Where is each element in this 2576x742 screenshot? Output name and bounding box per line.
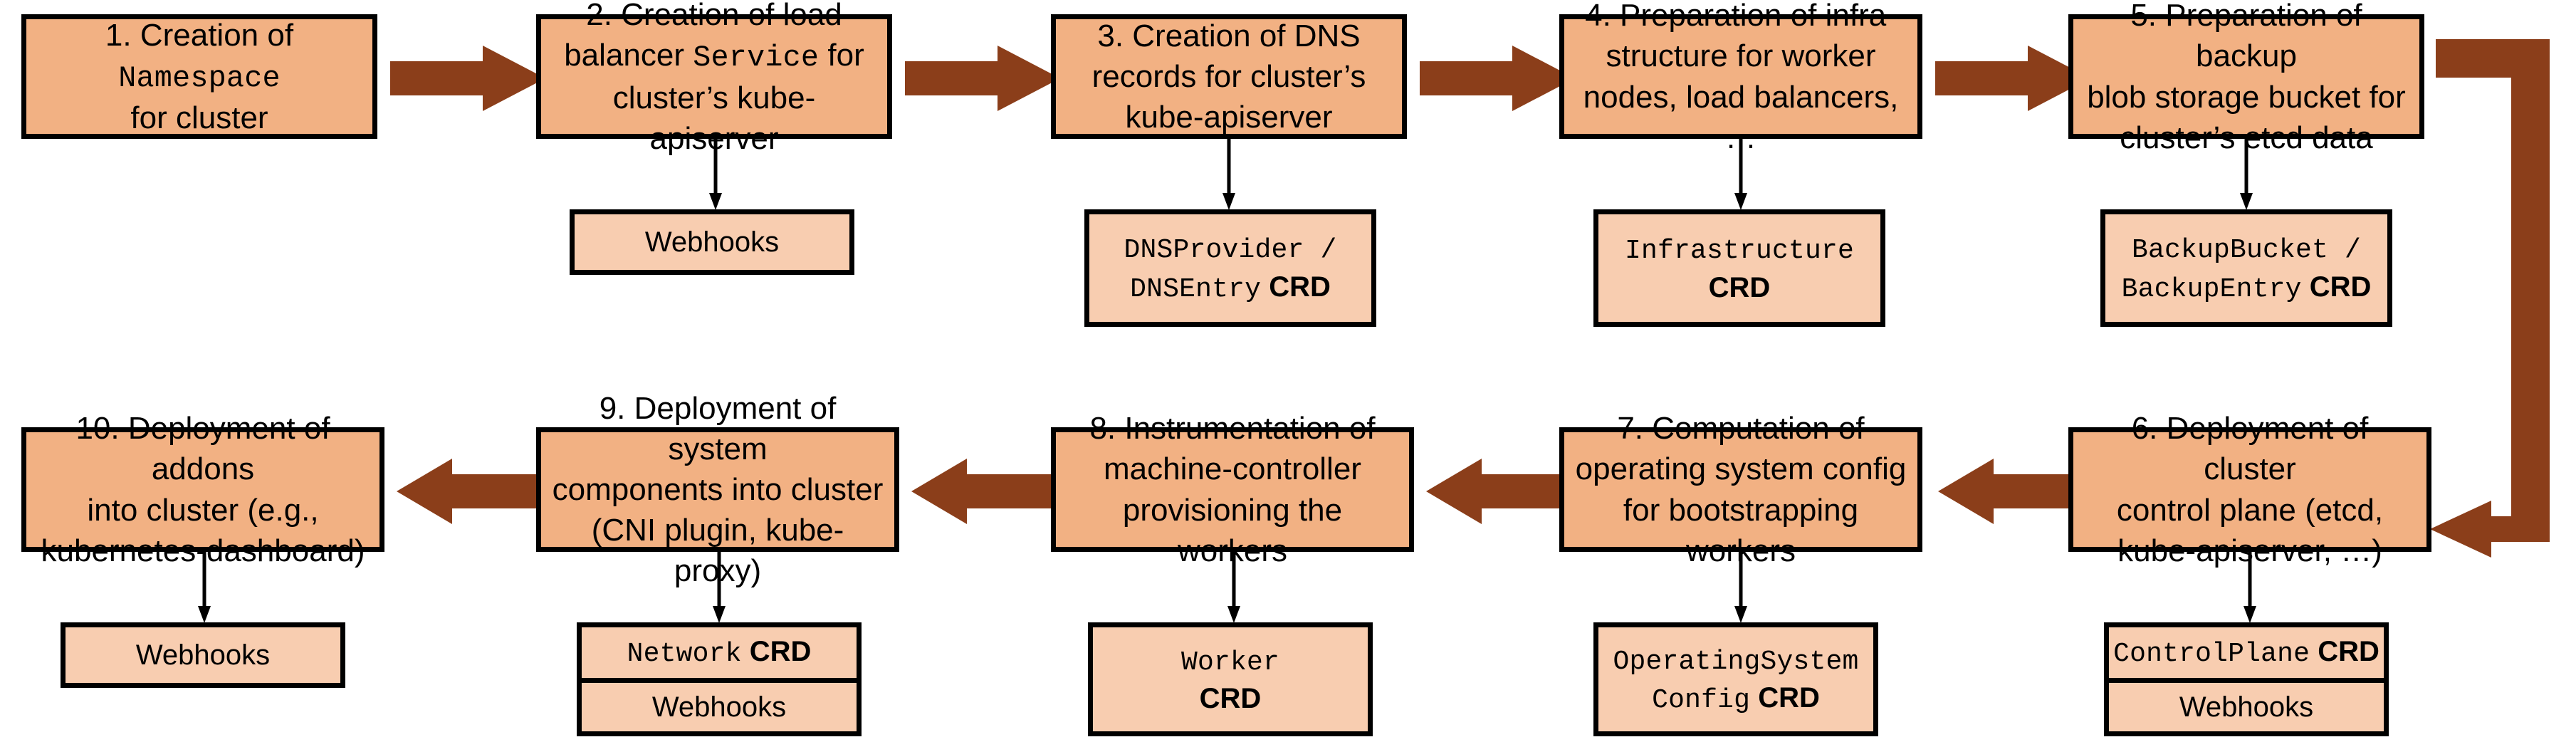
sub-box-step6-row-1: ControlPlane CRD [2109, 627, 2384, 678]
step-1-line-2: Namespace [118, 61, 281, 95]
step-3-line-1: 3. Creation of DNS [1097, 18, 1361, 53]
step-6-text: 6. Deployment of cluster control plane (… [2082, 408, 2418, 571]
step-10-line-1: 10. Deployment of addons [75, 411, 330, 487]
arrow-step5-to-step6-wraparound [2424, 39, 2576, 558]
connector-step2-to-webhooks [708, 139, 723, 210]
sub-box-step10[interactable]: Webhooks [61, 622, 345, 688]
connector-step8-to-crd [1227, 552, 1241, 623]
sub-box-step9-row-2: Webhooks [582, 677, 857, 731]
step-6-line-1: 6. Deployment of cluster [2131, 411, 2369, 487]
step-1-line-1: 1. Creation of [105, 17, 294, 53]
step-5-line-1: 5. Preparation of backup [2130, 0, 2362, 74]
sub-box-step6-row-2-label: Webhooks [2179, 691, 2314, 723]
sub-box-step5[interactable]: BackupBucket / BackupEntry CRD [2100, 209, 2392, 327]
step-4-text: 4. Preparation of infra- structure for w… [1573, 0, 1909, 158]
step-2-line-1: 2. Creation of load [586, 0, 842, 33]
step-2-text: 2. Creation of load balancer Service for… [550, 0, 879, 159]
step-9-line-1: 9. Deployment of system [599, 390, 837, 466]
step-10-text: 10. Deployment of addons into cluster (e… [35, 408, 371, 571]
connector-step4-to-crd [1734, 139, 1748, 210]
sub-box-step9[interactable]: Network CRD Webhooks [577, 622, 862, 736]
step-box-7[interactable]: 7. Computation of operating system confi… [1559, 411, 1922, 568]
step-1-line-3: for cluster [130, 100, 268, 136]
arrow-step6-to-step7 [1938, 459, 2086, 524]
sub-box-step3[interactable]: DNSProvider / DNSEntry CRD [1084, 209, 1376, 327]
arrow-step2-to-step3 [905, 46, 1060, 111]
step-2-line-3: cluster’s kube-apiserver [612, 80, 816, 156]
sub-box-step9-row-2-label: Webhooks [651, 691, 787, 723]
arrow-step4-to-step5 [1935, 46, 2090, 111]
step-9-line-2: components into cluster [552, 471, 884, 507]
sub-box-step7-row-1-label: OperatingSystem Config CRD [1613, 646, 1859, 716]
arrow-step1-to-step2 [390, 46, 545, 111]
sub-box-step2-row-1: Webhooks [575, 214, 849, 270]
step-box-9[interactable]: 9. Deployment of system components into … [536, 391, 899, 588]
step-box-4[interactable]: 4. Preparation of infra- structure for w… [1559, 0, 1922, 155]
step-3-line-2: records for cluster’s [1091, 58, 1366, 94]
arrow-step9-to-step10 [397, 459, 545, 524]
arrow-step8-to-step9 [911, 459, 1059, 524]
sub-box-step2[interactable]: Webhooks [570, 209, 854, 275]
connector-step3-to-crd [1222, 139, 1236, 210]
step-8-line-1: 8. Instrumentation of [1089, 411, 1376, 446]
sub-box-step6-row-1-label: ControlPlane CRD [2113, 636, 2379, 670]
step-7-text: 7. Computation of operating system confi… [1573, 408, 1909, 571]
step-box-2[interactable]: 2. Creation of load balancer Service for… [536, 0, 892, 156]
step-7-line-2: operating system config [1575, 451, 1907, 487]
sub-box-step5-row-1: BackupBucket / BackupEntry CRD [2105, 214, 2387, 322]
sub-box-step4-row-1-label: Infrastructure CRD [1624, 236, 1855, 303]
sub-box-step8[interactable]: Worker CRD [1088, 622, 1373, 736]
sub-box-step4-row-1: Infrastructure CRD [1598, 214, 1880, 322]
connector-step7-to-crd [1734, 552, 1748, 623]
connector-step9-to-crd [712, 552, 726, 623]
step-box-1[interactable]: 1. Creation of Namespace for cluster [21, 14, 377, 139]
step-1-text: 1. Creation of Namespace for cluster [35, 15, 364, 139]
step-4-line-1: 4. Preparation of infra- [1585, 0, 1897, 33]
step-4-line-3: nodes, load balancers, … [1583, 79, 1899, 155]
step-box-8[interactable]: 8. Instrumentation of machine-controller… [1051, 411, 1414, 568]
sub-box-step10-row-1-label: Webhooks [135, 639, 271, 671]
sub-box-step9-row-1-label: Network CRD [627, 636, 812, 670]
sub-box-step4[interactable]: Infrastructure CRD [1593, 209, 1885, 327]
step-box-3[interactable]: 3. Creation of DNS records for cluster’s… [1051, 14, 1407, 139]
sub-box-step2-row-1-label: Webhooks [644, 226, 780, 258]
sub-box-step9-row-1: Network CRD [582, 627, 857, 678]
sub-box-step3-row-1: DNSProvider / DNSEntry CRD [1089, 214, 1371, 322]
sub-box-step7[interactable]: OperatingSystem Config CRD [1593, 622, 1878, 736]
connector-step10-to-webhooks [197, 552, 211, 623]
step-box-5[interactable]: 5. Preparation of backup blob storage bu… [2068, 0, 2424, 155]
step-7-line-3: for bootstrapping workers [1623, 492, 1859, 568]
step-7-line-1: 7. Computation of [1617, 411, 1865, 446]
arrow-step7-to-step8 [1426, 459, 1574, 524]
step-box-6[interactable]: 6. Deployment of cluster control plane (… [2068, 411, 2431, 568]
step-10-line-2: into cluster (e.g., [87, 492, 319, 528]
step-5-text: 5. Preparation of backup blob storage bu… [2082, 0, 2411, 158]
step-3-line-3: kube-apiserver [1125, 100, 1333, 135]
sub-box-step8-row-1: Worker CRD [1093, 627, 1368, 731]
sub-box-step6[interactable]: ControlPlane CRD Webhooks [2104, 622, 2389, 736]
step-2-line-2: balancer Service for [564, 38, 864, 75]
step-4-line-2: structure for worker [1606, 38, 1876, 74]
step-6-line-2: control plane (etcd, [2116, 492, 2384, 528]
sub-box-step8-row-1-label: Worker CRD [1180, 647, 1280, 715]
sub-box-step10-row-1: Webhooks [66, 627, 340, 683]
sub-box-step3-row-1-label: DNSProvider / DNSEntry CRD [1124, 235, 1337, 305]
sub-box-step6-row-2: Webhooks [2109, 677, 2384, 731]
sub-box-step7-row-1: OperatingSystem Config CRD [1598, 627, 1873, 731]
step-3-text: 3. Creation of DNS records for cluster’s… [1064, 16, 1393, 138]
connector-step6-to-crd [2243, 552, 2257, 623]
step-8-line-3: provisioning the workers [1122, 492, 1343, 568]
step-5-line-2: blob storage bucket for [2087, 79, 2406, 115]
step-8-text: 8. Instrumentation of machine-controller… [1064, 408, 1400, 571]
step-8-line-2: machine-controller [1104, 451, 1361, 487]
connector-step5-to-crd [2239, 139, 2253, 210]
step-box-10[interactable]: 10. Deployment of addons into cluster (e… [21, 411, 384, 568]
sub-box-step5-row-1-label: BackupBucket / BackupEntry CRD [2121, 235, 2372, 305]
arrow-step3-to-step4 [1420, 46, 1575, 111]
